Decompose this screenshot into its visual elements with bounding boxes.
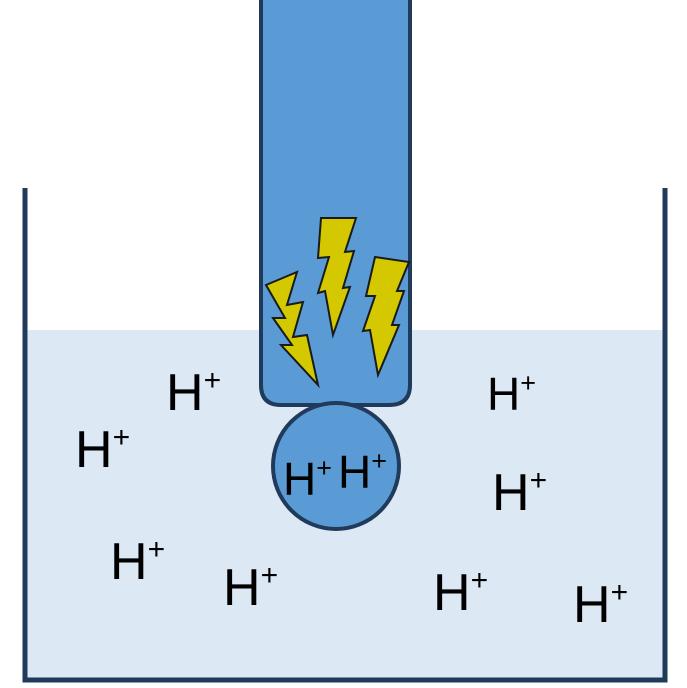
hydrogen-ion-label: H+ (166, 364, 221, 422)
hydrogen-ions: H+ H+ H+ H+ H+ H+ H+ H+ H+ H+ (75, 364, 628, 634)
bubble-hydrogen-ion-label: H+ (338, 446, 387, 498)
hydrogen-ion-label: H+ (573, 576, 628, 634)
bubble-hydrogen-ion-label: H+ (283, 453, 332, 505)
hydrogen-ion-label: H+ (487, 368, 536, 420)
hydrogen-ion-label: H+ (433, 564, 488, 622)
gas-bubble (271, 401, 401, 531)
lightning-bolt-icon (361, 255, 411, 379)
hydrogen-ion-label: H+ (75, 421, 130, 479)
lightning-bolts (264, 217, 411, 389)
hydrogen-ion-label: H+ (223, 559, 278, 617)
lightning-bolt-icon (264, 270, 320, 389)
lightning-bolt-icon (316, 217, 358, 339)
hydrogen-ion-label: H+ (492, 464, 547, 522)
hydrogen-ion-label: H+ (110, 533, 165, 591)
beaker (22, 188, 668, 683)
